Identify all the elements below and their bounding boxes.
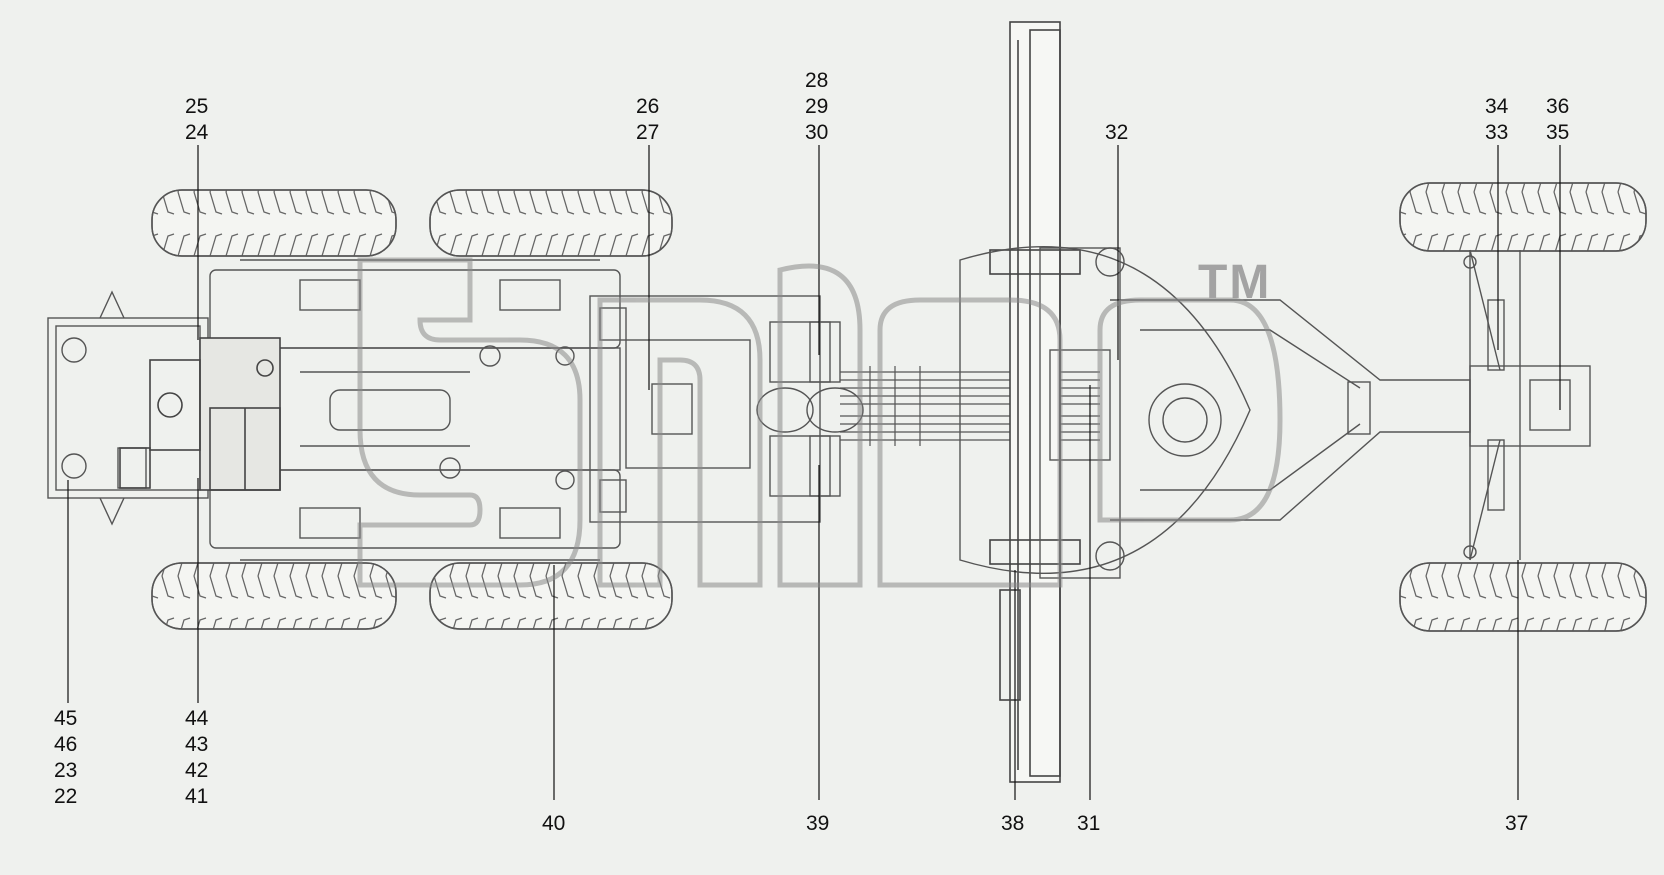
- blade-circle: [959, 246, 1251, 579]
- callout-34-33: 34 33: [1485, 95, 1509, 144]
- callout-28-29-30: 28 29 30: [805, 69, 829, 144]
- rear-frame: [209, 259, 621, 561]
- wheel-rear-right-lower: [429, 562, 673, 630]
- engine-block: [119, 337, 281, 491]
- wheel-rear-left-lower: [151, 562, 397, 630]
- callout-45-46-23-22: 45 46 23 22: [54, 707, 78, 808]
- front-axle: [1463, 249, 1521, 561]
- wheel-front-upper: [1399, 182, 1647, 252]
- callout-36-35: 36 35: [1546, 95, 1570, 144]
- trademark-mark: TM: [1198, 256, 1272, 309]
- callout-39: 39: [806, 812, 830, 835]
- wheel-rear-right-upper: [429, 189, 673, 257]
- front-frame: [1110, 299, 1591, 521]
- cab-frame: [589, 295, 864, 523]
- callout-38: 38: [1001, 812, 1025, 835]
- callout-31: 31: [1077, 812, 1101, 835]
- wheel-rear-left-upper: [151, 189, 397, 257]
- callout-26-27: 26 27: [636, 95, 660, 144]
- leader-lines: [67, 145, 1561, 800]
- moldboard-blade: [989, 21, 1081, 783]
- callout-37: 37: [1505, 812, 1529, 835]
- wheel-front-lower: [1399, 562, 1647, 632]
- hydraulic-lines: [840, 366, 1100, 446]
- rear-counterweight: [47, 290, 209, 526]
- callout-32: 32: [1105, 121, 1129, 144]
- callout-25-24: 25 24: [185, 95, 209, 144]
- callout-44-43-42-41: 44 43 42 41: [185, 707, 209, 808]
- watermark-outline: [357, 257, 1283, 588]
- callout-40: 40: [542, 812, 566, 835]
